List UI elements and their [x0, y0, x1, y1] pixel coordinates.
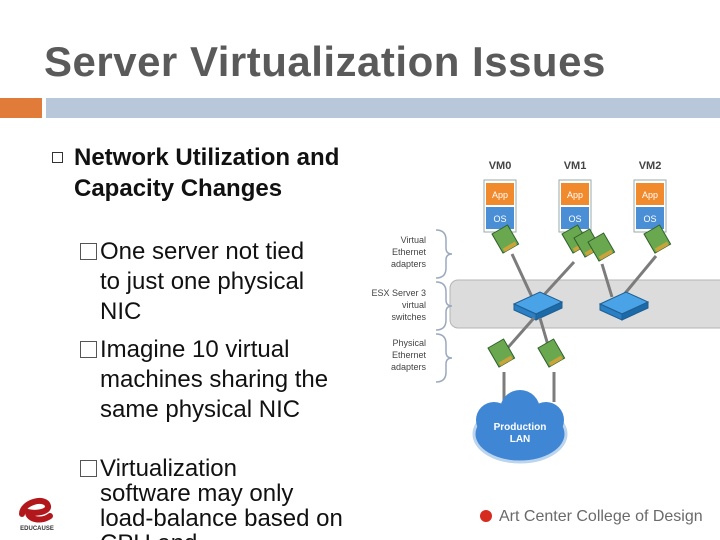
physical-adapters-label: Ethernet	[392, 350, 427, 360]
physical-nic-icon	[487, 338, 516, 368]
sub-bullet-continuation: software may only load-balance based on …	[100, 480, 343, 540]
virtual-nic-icon	[491, 224, 520, 254]
educause-logo-icon: EDUCAUSE	[19, 497, 54, 532]
checkbox-icon	[80, 243, 97, 260]
sub-bullet-first-line: Imagine 10 virtual	[100, 336, 290, 363]
app-block	[561, 183, 589, 205]
sub-bullet: Imagine 10 virtual machines sharing the …	[80, 335, 350, 425]
switches-label: ESX Server 3	[371, 288, 426, 298]
switches-label: switches	[391, 312, 426, 322]
footer-brand: Art Center College of Design	[480, 508, 703, 526]
virtual-adapters-label: Virtual	[401, 235, 426, 245]
virtual-switch-icon	[598, 291, 650, 321]
sub-bullet-clipped: Virtualization software may only load-ba…	[80, 454, 350, 540]
vm2-stack: App OS	[633, 179, 667, 233]
title-divider-bar	[46, 98, 720, 118]
app-block	[636, 183, 664, 205]
vm-label: VM2	[639, 160, 662, 172]
virtual-nic-icon	[643, 224, 672, 254]
sub-bullet-continuation: machines sharing the same physical NIC	[100, 366, 329, 423]
physical-adapters-label: adapters	[391, 362, 427, 372]
main-bullet-text: Network Utilization and Capacity Changes	[74, 144, 340, 202]
checkbox-icon	[80, 460, 97, 477]
virtual-adapters-label: adapters	[391, 259, 427, 269]
app-block	[486, 183, 514, 205]
virtualization-network-diagram: VM0 VM1 VM2 App OS App OS App OS	[371, 160, 720, 464]
vm-label: VM0	[489, 160, 512, 172]
os-block	[561, 207, 589, 229]
vm0-stack: App OS	[483, 179, 517, 233]
os-block	[486, 207, 514, 229]
virtual-adapters-label: Ethernet	[392, 247, 427, 257]
app-label: App	[567, 190, 583, 200]
vm1-stack: App OS	[558, 179, 592, 233]
virtual-nic-icon	[587, 232, 616, 262]
brand-name: Art Center College of Design	[499, 508, 703, 525]
os-label: OS	[493, 214, 506, 224]
sub-bullet: One server not tied to just one physical…	[80, 237, 350, 327]
sub-bullet-first-line: Virtualization	[100, 455, 237, 482]
bullet-square-icon	[52, 152, 63, 163]
switch-band	[449, 279, 720, 329]
lan-label: Production	[494, 422, 547, 433]
os-block	[636, 207, 664, 229]
app-label: App	[492, 190, 508, 200]
os-label: OS	[568, 214, 581, 224]
sub-bullet-continuation: to just one physical NIC	[100, 268, 305, 325]
physical-nic-icon	[537, 338, 566, 368]
slide-title: Server Virtualization Issues	[44, 38, 606, 85]
switches-label: virtual	[402, 300, 426, 310]
logo-text: EDUCAUSE	[20, 526, 54, 532]
sub-bullet-first-line: One server not tied	[100, 238, 305, 265]
app-label: App	[642, 190, 658, 200]
checkbox-icon	[80, 341, 97, 358]
os-label: OS	[643, 214, 656, 224]
vm-label: VM1	[564, 160, 587, 172]
physical-adapters-label: Physical	[392, 338, 426, 348]
title-accent-bar	[0, 98, 42, 118]
brand-dot-icon	[480, 510, 492, 522]
production-lan-cloud: Production LAN	[472, 390, 568, 464]
lan-label: LAN	[510, 434, 531, 445]
virtual-switch-icon	[512, 291, 564, 321]
